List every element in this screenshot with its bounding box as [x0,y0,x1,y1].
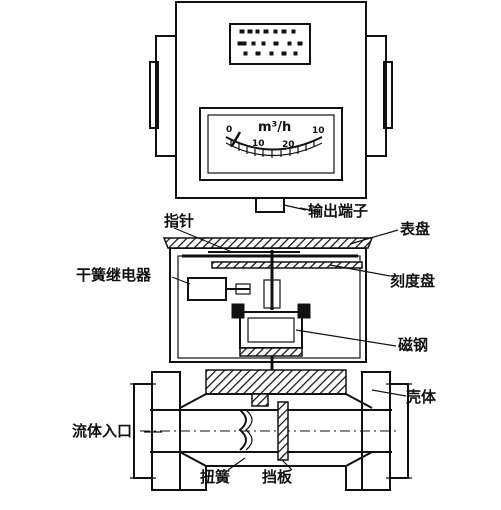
meter-head-body [175,1,367,199]
label-fluid-inlet: 流体入口 [72,422,133,440]
meter-unit-label: m³/h [258,120,292,135]
dial-cover [162,237,374,249]
meter-window-inner [207,114,335,174]
meter-head-external [149,1,393,213]
label-magnet-steel: 磁钢 [398,336,429,354]
label-dial: 表盘 [400,220,431,238]
torsion-spring-coil [238,409,247,451]
meter-tick-label-1: 10 [252,139,265,149]
label-scale-disc: 刻度盘 [390,272,436,290]
meter-needle [230,131,242,147]
reed-relay-box [187,277,227,301]
label-reed-relay: 干簧继电器 [76,266,152,284]
name-plate [229,23,311,65]
label-housing: 壳体 [406,388,437,406]
output-terminal-connector [255,197,285,213]
meter-body-section [130,369,412,491]
scale-arc [225,136,323,151]
meter-head-section [162,237,374,372]
label-baffle: 挡板 [262,468,293,486]
baffle-plate [277,401,289,461]
scale-ticks [230,140,315,158]
body-top-plate [205,369,347,395]
meter-tick-label-3: 10 [312,126,325,136]
scale-disc-shape [211,261,363,269]
meter-window [199,107,343,181]
leader-lines [144,207,407,471]
label-output-terminal: 输出端子 [308,202,369,220]
meter-tick-label-0: 0 [226,125,233,135]
label-pointer: 指针 [164,212,195,230]
left-side-flange [155,35,177,157]
magnet-steel-body [239,311,303,349]
meter-tick-label-2: 20 [282,140,295,150]
right-side-flange [365,35,387,157]
name-plate-marks [237,29,303,56]
label-torsion-spring: 扭簧 [200,468,231,486]
